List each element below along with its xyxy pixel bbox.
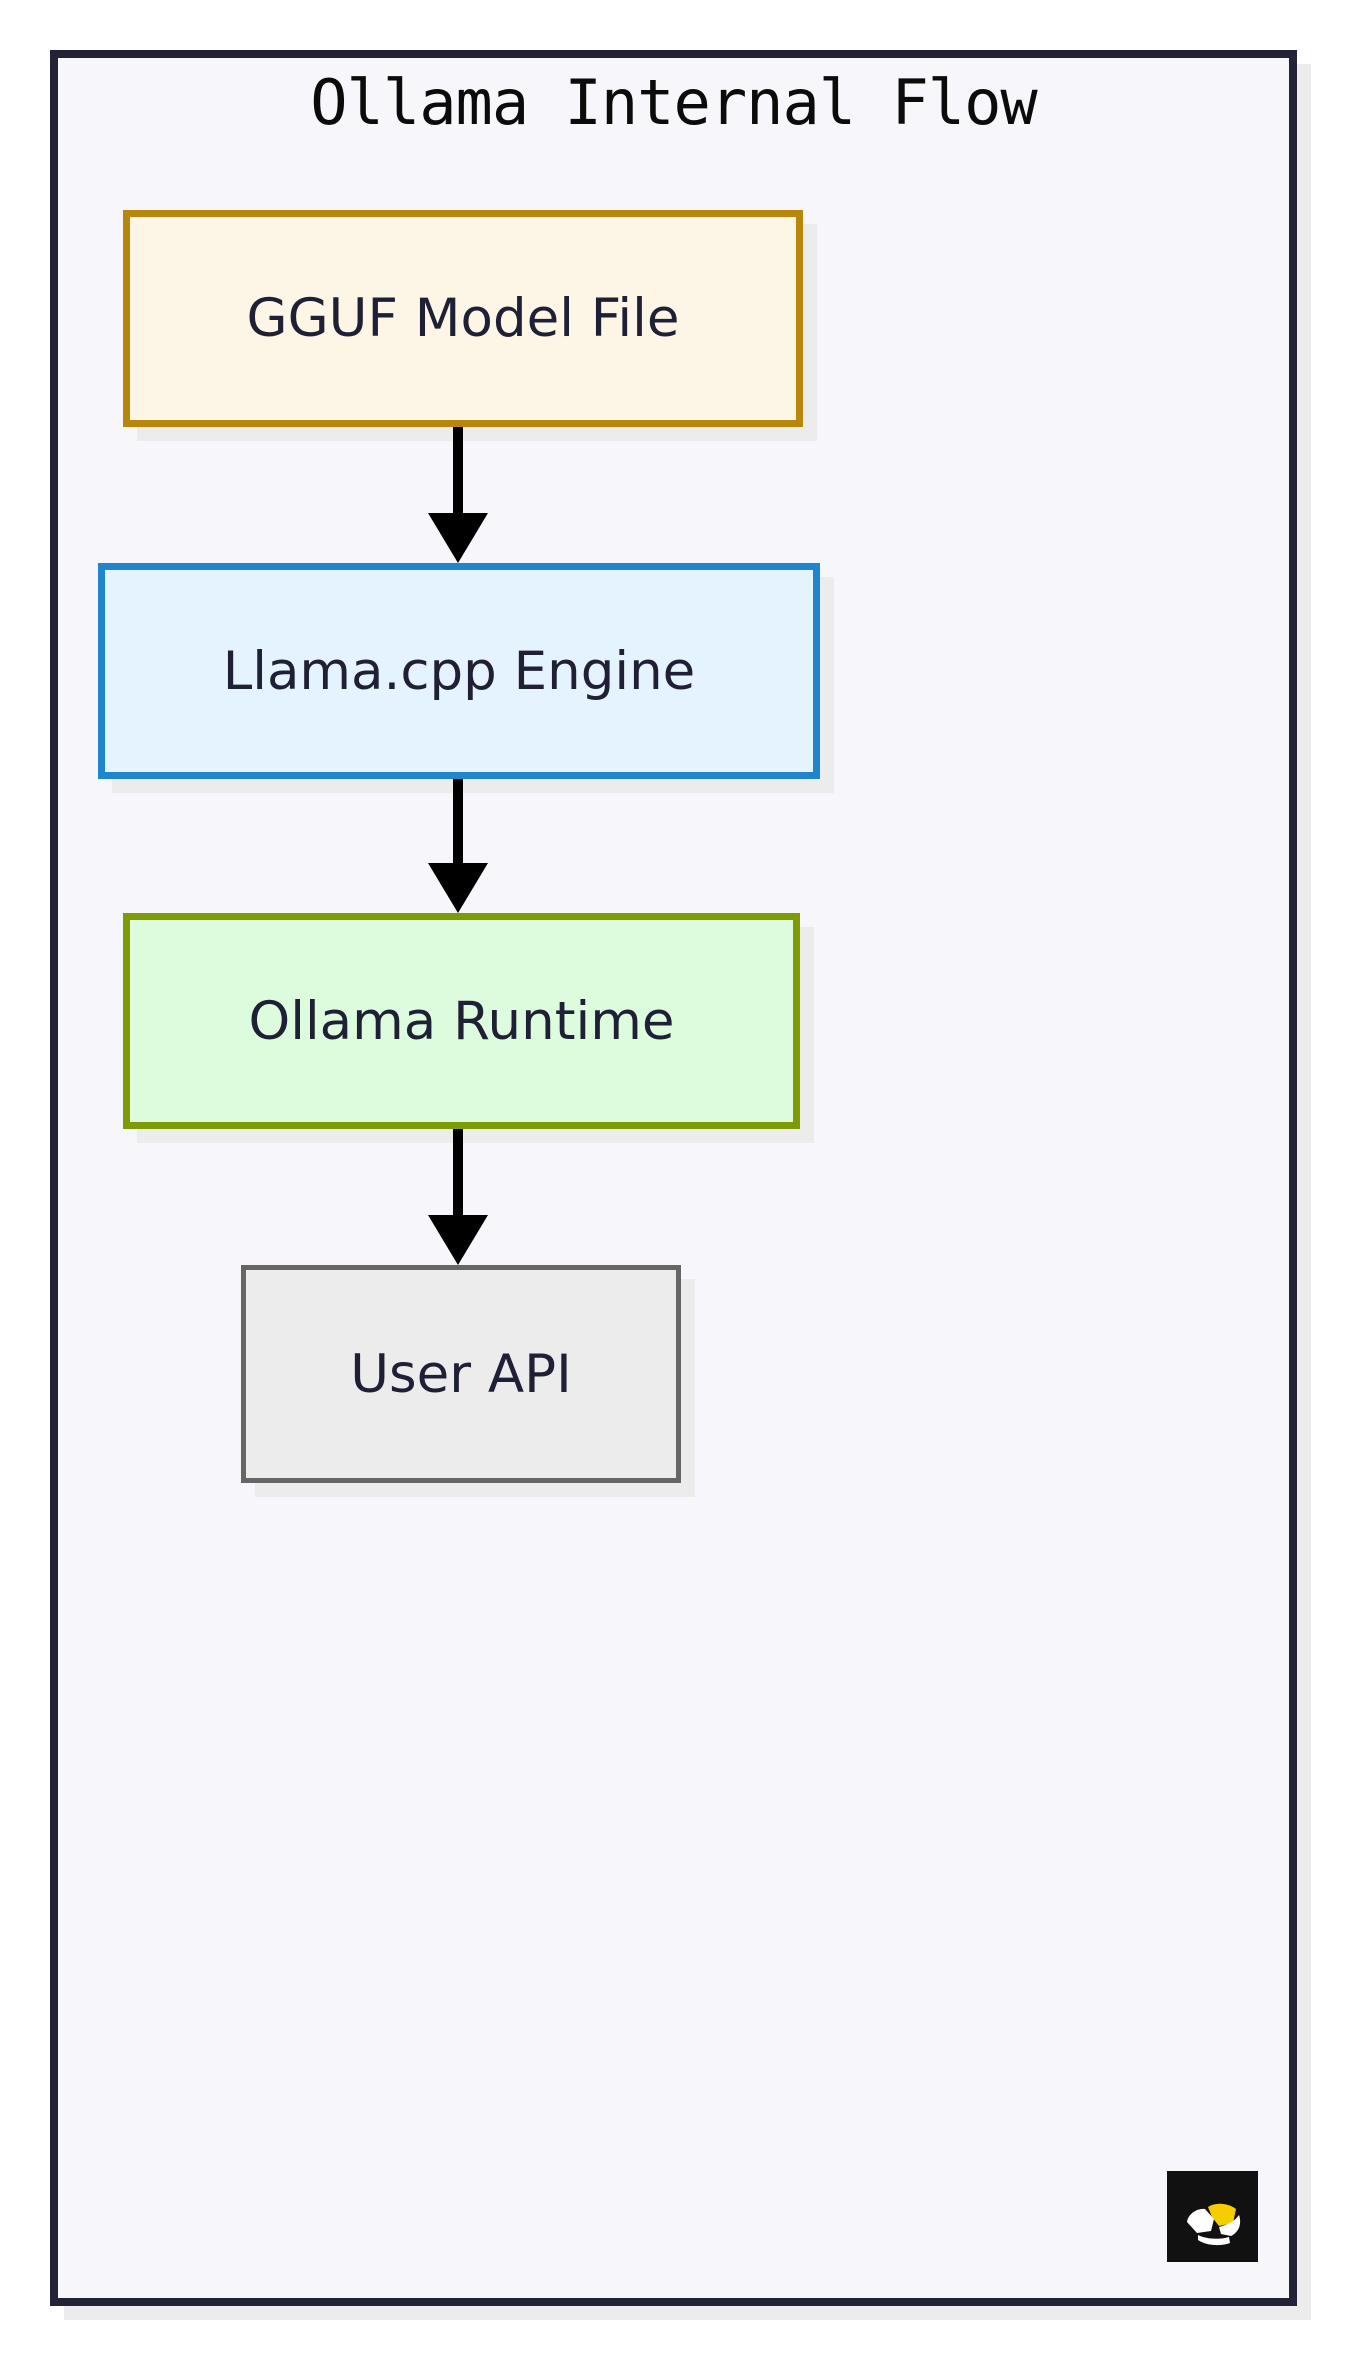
mermaid-logo-icon <box>1167 2171 1258 2262</box>
node-user-api[interactable]: User API <box>241 1265 681 1483</box>
node-user-api-label: User API <box>350 1343 572 1405</box>
arrow-shaft <box>453 427 463 517</box>
diagram-frame: Ollama Internal Flow GGUF Model File Lla… <box>50 50 1297 2306</box>
arrow-shaft <box>453 779 463 867</box>
arrow-head-icon <box>428 863 488 913</box>
arrow-shaft <box>453 1129 463 1219</box>
node-llama-cpp-engine-label: Llama.cpp Engine <box>222 640 696 702</box>
arrow-head-icon <box>428 1215 488 1265</box>
node-gguf-model-file-label: GGUF Model File <box>246 288 680 349</box>
node-ollama-runtime-label: Ollama Runtime <box>248 990 675 1052</box>
node-gguf-model-file[interactable]: GGUF Model File <box>123 210 803 427</box>
node-llama-cpp-engine[interactable]: Llama.cpp Engine <box>98 563 820 779</box>
arrow-head-icon <box>428 513 488 563</box>
node-ollama-runtime[interactable]: Ollama Runtime <box>123 913 800 1129</box>
diagram-title: Ollama Internal Flow <box>310 66 1038 139</box>
